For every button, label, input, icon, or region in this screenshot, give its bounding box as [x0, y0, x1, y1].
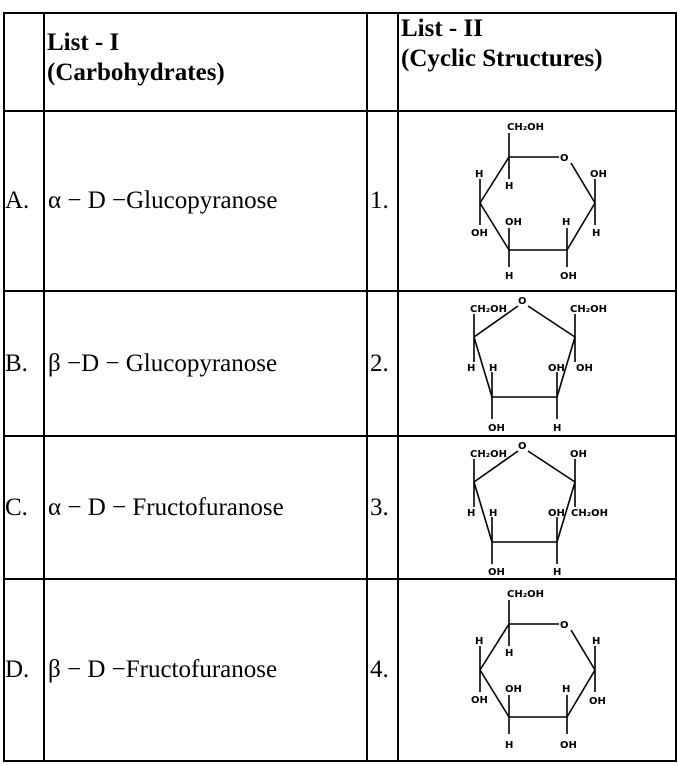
list2-header: List - II (Cyclic Structures) [397, 12, 677, 112]
blank-header-cell [3, 12, 45, 112]
list1-header: List - I (Carbohydrates) [43, 12, 368, 112]
atom-label: O [560, 620, 569, 631]
structure-cell: O CH₂OH OH H H OH OH H CH₂OH [397, 435, 677, 580]
atom-label: OH [488, 423, 505, 434]
atom-label: H [505, 271, 513, 282]
atom-label: OH [560, 271, 577, 282]
bond-line [479, 669, 510, 718]
table-row: B. β −D − Glucopyranose 2. O CH₂OH CH₂OH… [3, 290, 677, 437]
list1-title: List - I [47, 29, 120, 56]
atom-label: CH₂OH [470, 449, 507, 460]
structure-cell: CH₂OH O H H OH OH H H OH OH H [397, 110, 677, 292]
atom-label: OH [505, 217, 522, 228]
atom-label: H [562, 684, 570, 695]
atom-label: CH₂OH [507, 589, 544, 600]
row-letter: D. [3, 578, 45, 762]
atom-label: H [475, 169, 483, 180]
carbohydrate-name: β − D −Fructofuranose [43, 578, 368, 762]
atom-label: H [553, 567, 561, 577]
table-row: A. α − D −Glucopyranose 1. CH₂OH O H H O… [3, 110, 677, 292]
bond-line [473, 481, 493, 542]
atom-label: H [467, 508, 475, 519]
atom-label: OH [471, 228, 488, 239]
atom-label: OH [488, 567, 505, 577]
atom-label: CH₂OH [470, 304, 507, 315]
bond-line [479, 623, 510, 671]
structure-cell: CH₂OH O H H OH OH H H OH H OH [397, 578, 677, 762]
bond-line [473, 449, 519, 483]
bond-line [556, 336, 576, 397]
atom-label: H [475, 636, 483, 647]
atom-label: H [553, 423, 561, 434]
atom-label: CH₂OH [571, 508, 608, 519]
match-table: List - I (Carbohydrates) List - II (Cycl… [3, 12, 677, 762]
row-letter: B. [3, 290, 45, 437]
atom-label: OH [570, 449, 587, 460]
atom-label: O [560, 153, 569, 164]
atom-label: H [592, 636, 600, 647]
bond-line [479, 156, 510, 204]
atom-label: H [467, 363, 475, 374]
atom-label: OH [590, 169, 607, 180]
atom-label: H [489, 508, 497, 519]
structure-cell: O CH₂OH CH₂OH H H OH OH H OH [397, 290, 677, 437]
atom-label: OH [471, 695, 488, 706]
row-letter: C. [3, 435, 45, 580]
bond-line [527, 449, 576, 483]
list2-title: List - II [401, 15, 483, 42]
structure-number: 1. [366, 110, 399, 292]
list1-subtitle: (Carbohydrates) [47, 59, 225, 86]
pyranose-structure-4: CH₂OH O H H OH OH H H OH H OH [471, 589, 606, 751]
bond-line [566, 202, 596, 251]
pyranose-structure-1: CH₂OH O H H OH OH H H OH OH H [471, 122, 607, 282]
structure-number: 2. [366, 290, 399, 437]
bond-line [479, 202, 510, 251]
atom-label: OH [505, 684, 522, 695]
cut-off-text-line [0, 0, 678, 12]
carbohydrate-name: β −D − Glucopyranose [43, 290, 368, 437]
carbohydrate-name: α − D − Fructofuranose [43, 435, 368, 580]
atom-label: CH₂OH [507, 122, 544, 133]
atom-label: OH [560, 740, 577, 751]
furanose-structure-2: O CH₂OH CH₂OH H H OH OH H OH [467, 296, 607, 434]
atom-label: H [489, 363, 497, 374]
atom-label: H [505, 181, 513, 192]
bond-line [527, 304, 576, 338]
furanose-structure-3: O CH₂OH OH H H OH OH H CH₂OH [467, 441, 608, 577]
structure-number: 4. [366, 578, 399, 762]
list2-subtitle: (Cyclic Structures) [401, 45, 603, 72]
atom-label: CH₂OH [570, 304, 607, 315]
bond-line [473, 336, 493, 397]
atom-label: H [505, 740, 513, 751]
bond-line [473, 304, 519, 338]
table-row: D. β − D −Fructofuranose 4. CH₂OH O H H … [3, 578, 677, 762]
row-letter: A. [3, 110, 45, 292]
atom-label: H [562, 217, 570, 228]
atom-label: OH [576, 363, 593, 374]
atom-label: H [505, 648, 513, 659]
atom-label: O [518, 441, 527, 452]
table-row: C. α − D − Fructofuranose 3. O CH₂OH OH … [3, 435, 677, 580]
bond-line [570, 629, 596, 671]
bond-line [556, 481, 576, 542]
header-row: List - I (Carbohydrates) List - II (Cycl… [3, 12, 677, 112]
atom-label: OH [548, 363, 565, 374]
atom-label: H [592, 228, 600, 239]
atom-label: O [518, 296, 527, 307]
carbohydrate-name: α − D −Glucopyranose [43, 110, 368, 292]
blank-header-cell [366, 12, 399, 112]
bond-line [566, 669, 596, 718]
atom-label: OH [548, 508, 565, 519]
structure-number: 3. [366, 435, 399, 580]
bond-line [570, 162, 596, 204]
atom-label: OH [589, 696, 606, 707]
